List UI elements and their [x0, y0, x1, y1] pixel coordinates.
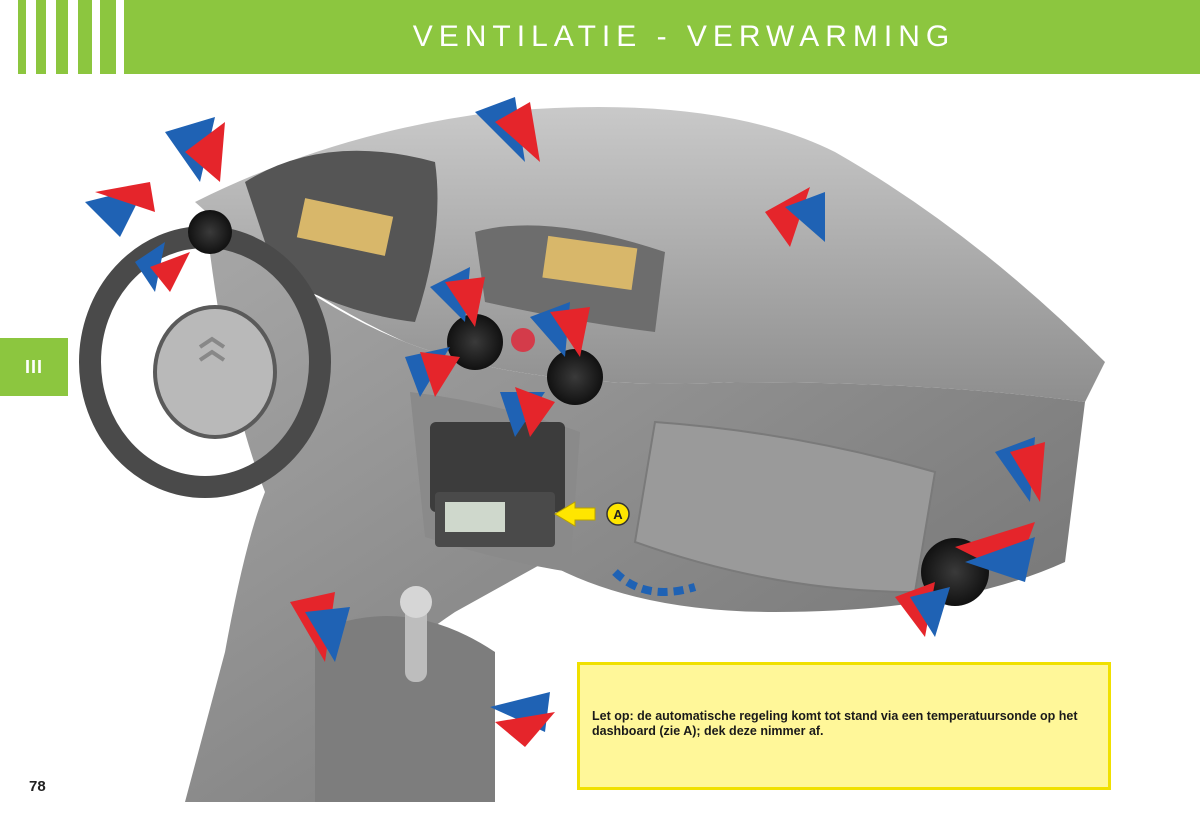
header-stripes — [0, 0, 148, 74]
chapter-tab: III — [0, 338, 68, 396]
callout-pointer — [554, 501, 596, 527]
radio — [430, 422, 565, 512]
callout-circle — [606, 502, 630, 526]
dashboard-illustration: A — [79, 97, 1105, 802]
center-left-vent — [447, 314, 503, 370]
page-header: VENTILATIE - VERWARMING — [148, 0, 1200, 74]
page-title: VENTILATIE - VERWARMING — [412, 20, 956, 53]
note-box: Let op: de automatische regeling komt to… — [577, 662, 1111, 790]
left-side-vent — [188, 210, 232, 254]
callout-label: A — [613, 507, 623, 522]
hazard-button — [511, 328, 535, 352]
instrument-display — [296, 198, 394, 256]
lower-console — [315, 616, 495, 802]
gear-knob — [400, 586, 432, 618]
climate-display — [445, 502, 505, 532]
airflow-arrows — [85, 97, 1045, 747]
chapter-label: III — [24, 356, 43, 377]
note-text: Let op: de automatische regeling komt to… — [592, 709, 1078, 738]
page-number: 78 — [29, 778, 46, 795]
center-right-vent — [547, 349, 603, 405]
center-display — [542, 235, 638, 291]
